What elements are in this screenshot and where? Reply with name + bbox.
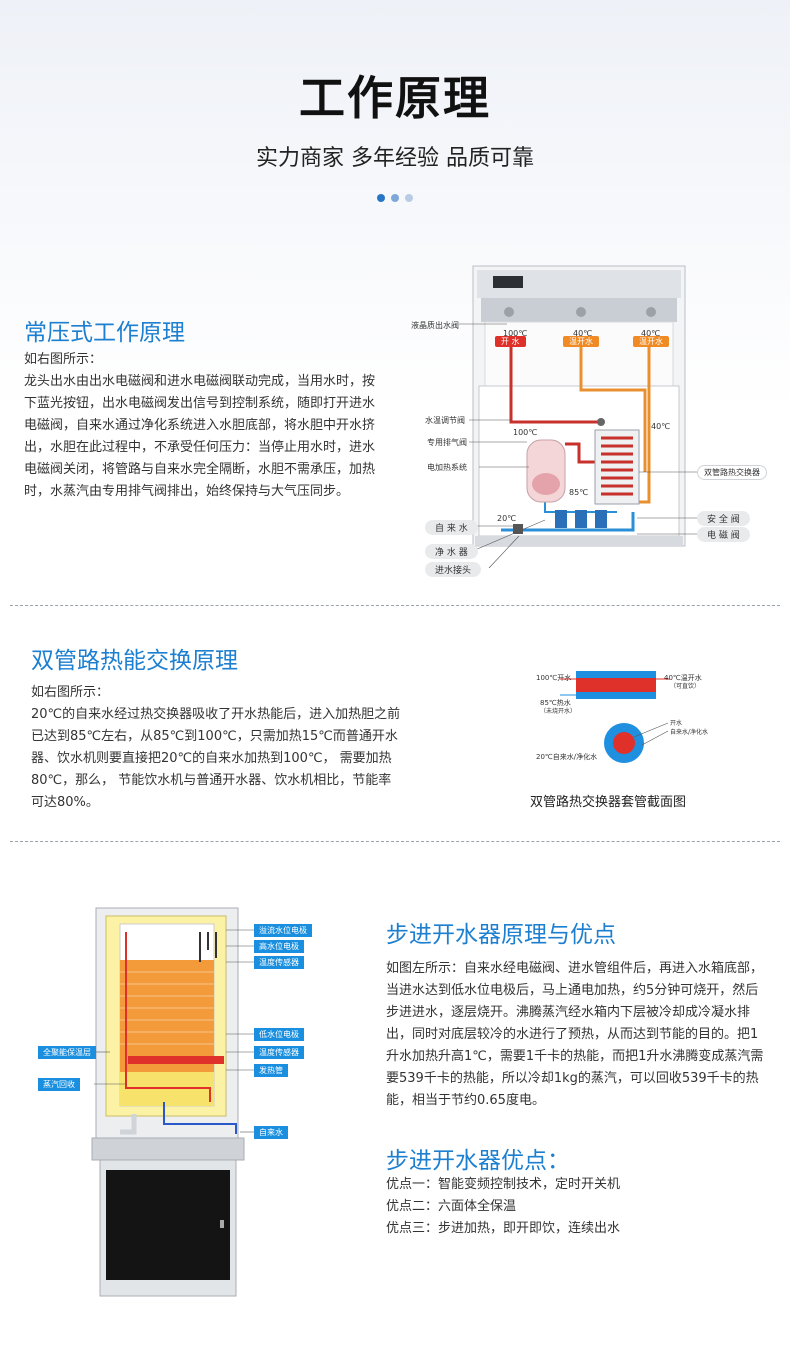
label-cold-in: 20℃自来水/净化水 <box>536 753 598 761</box>
casing-caption: 双管路热交换器套管截面图 <box>530 795 687 810</box>
divider-1 <box>10 605 780 606</box>
label-heated-sub: （未烧开水） <box>540 708 577 715</box>
dot-2[interactable] <box>391 194 399 202</box>
section1-body: 龙头出水由出水电磁阀和进水电磁阀联动完成，当用水时，按下蓝光按钮，出水电磁阀发出… <box>24 374 376 499</box>
section1-title: 常压式工作原理 <box>24 320 185 346</box>
pill-inlet: 进水接头 <box>425 562 482 577</box>
dot-3[interactable] <box>405 194 413 202</box>
tap3-temp: 40℃ <box>641 329 661 338</box>
pill-tap-water: 自 来 水 <box>425 520 478 535</box>
advantages-title: 步进开水器优点： <box>386 1148 570 1174</box>
section2-intro: 如右图所示： <box>31 685 110 700</box>
page-subtitle: 实力商家 多年经验 品质可靠 <box>256 146 534 171</box>
step-boiler-diagram: 溢流水位电极 高水位电极 温度传感器 低水位电极 温度传感器 发热管 自来水 全… <box>30 902 330 1302</box>
label-warm-sub: （可直饮） <box>670 683 701 690</box>
tag-temp-sensor-top: 温度传感器 <box>254 956 304 969</box>
label-heated: 85℃热水 <box>540 699 571 707</box>
display-valve-label: 液晶质出水阀 <box>411 321 459 330</box>
temp-40: 40℃ <box>651 422 671 431</box>
tap3-badge: 温开水 <box>633 336 669 347</box>
section3-body: 如图左所示：自来水经电磁阀、进水管组件后，再进入水箱底部，当进水达到低水位电极后… <box>386 961 764 1108</box>
label-temp-valve: 水温调节阀 <box>425 416 465 425</box>
section2-title: 双管路热能交换原理 <box>31 648 238 674</box>
tag-high-electrode: 高水位电极 <box>254 940 304 953</box>
tap1-temp: 100℃ <box>503 329 528 338</box>
advantage-1: 优点一：智能变频控制技术，定时开关机 <box>386 1177 621 1192</box>
label-exhaust-valve: 专用排气阀 <box>427 438 467 447</box>
step-boiler-svg <box>91 907 254 1297</box>
tap1-badge: 开 水 <box>495 336 526 347</box>
label-hot-in: 100℃开水 <box>536 674 572 682</box>
section3-title: 步进开水器原理与优点 <box>386 922 616 948</box>
tap2-temp: 40℃ <box>573 329 593 338</box>
pill-safety-valve: 安 全 阀 <box>697 511 750 526</box>
tag-low-electrode: 低水位电极 <box>254 1028 304 1041</box>
dot-1[interactable] <box>377 194 385 202</box>
divider-2 <box>10 841 780 842</box>
tag-overflow-electrode: 溢流水位电极 <box>254 924 312 937</box>
tag-temp-sensor-bottom: 温度传感器 <box>254 1046 304 1059</box>
page-title: 工作原理 <box>299 71 491 125</box>
section2-body: 20℃的自来水经过热交换器吸收了开水热能后，进入加热胆之前已达到85℃左右，从8… <box>31 707 401 810</box>
legend-cold: 自来水/净化水 <box>670 729 709 736</box>
tag-tap-water: 自来水 <box>254 1126 288 1139</box>
advantage-3: 优点三：步进加热，即开即饮，连续出水 <box>386 1221 621 1236</box>
tag-steam-recovery: 蒸汽回收 <box>38 1078 80 1091</box>
pressure-system-svg <box>459 265 697 569</box>
temp-20: 20℃ <box>497 514 517 523</box>
casing-svg <box>560 671 670 763</box>
carousel-dots <box>0 194 790 202</box>
advantage-2: 优点二：六面体全保温 <box>386 1199 517 1214</box>
label-warm-out: 40℃温开水 <box>664 674 702 682</box>
section1-intro: 如右图所示： <box>24 352 103 367</box>
label-heat-exchanger: 双管路热交换器 <box>697 465 767 480</box>
temp-100: 100℃ <box>513 428 538 437</box>
pill-purifier: 净 水 器 <box>425 544 478 559</box>
temp-85: 85℃ <box>569 488 589 497</box>
pressure-system-diagram: 液晶质出水阀 100℃ 40℃ 40℃ 开 水 温开水 温开水 水温调节阀 专用… <box>405 262 785 582</box>
casing-cross-section-diagram: 100℃开水 40℃温开水 （可直饮） 85℃热水 （未烧开水） 开水 自来水/… <box>520 665 750 815</box>
tap2-badge: 温开水 <box>563 336 599 347</box>
tag-heating-tube: 发热管 <box>254 1064 288 1077</box>
pill-solenoid-valve: 电 磁 阀 <box>697 527 750 542</box>
tag-insulation: 全聚能保温层 <box>38 1046 96 1059</box>
legend-hot: 开水 <box>670 720 683 727</box>
label-heater: 电加热系统 <box>427 463 467 472</box>
